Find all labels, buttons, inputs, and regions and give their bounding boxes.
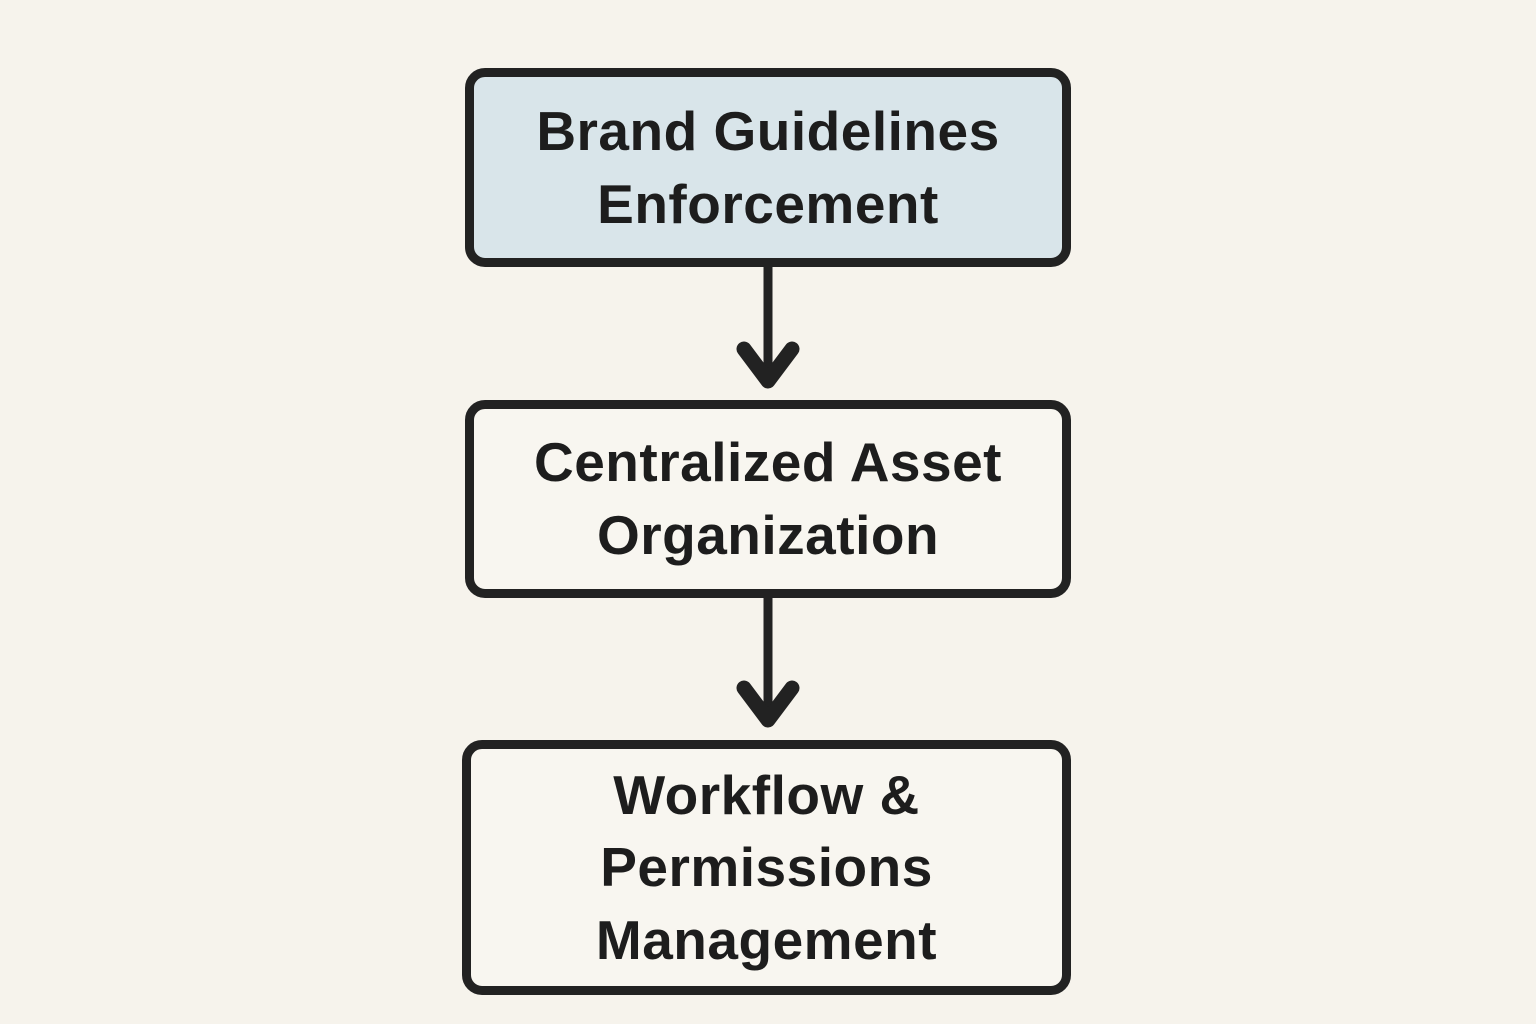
node-label: Workflow & Permissions Management — [595, 763, 938, 971]
node-brand-guidelines-enforcement: Brand Guidelines Enforcement — [465, 68, 1071, 267]
arrow-down-icon — [736, 594, 800, 728]
node-label: Centralized Asset Organization — [534, 431, 1002, 566]
node-workflow-permissions-management: Workflow & Permissions Management — [462, 740, 1071, 995]
arrow-down-icon — [736, 265, 800, 389]
node-centralized-asset-organization: Centralized Asset Organization — [465, 400, 1071, 598]
node-label: Brand Guidelines Enforcement — [536, 99, 1000, 235]
